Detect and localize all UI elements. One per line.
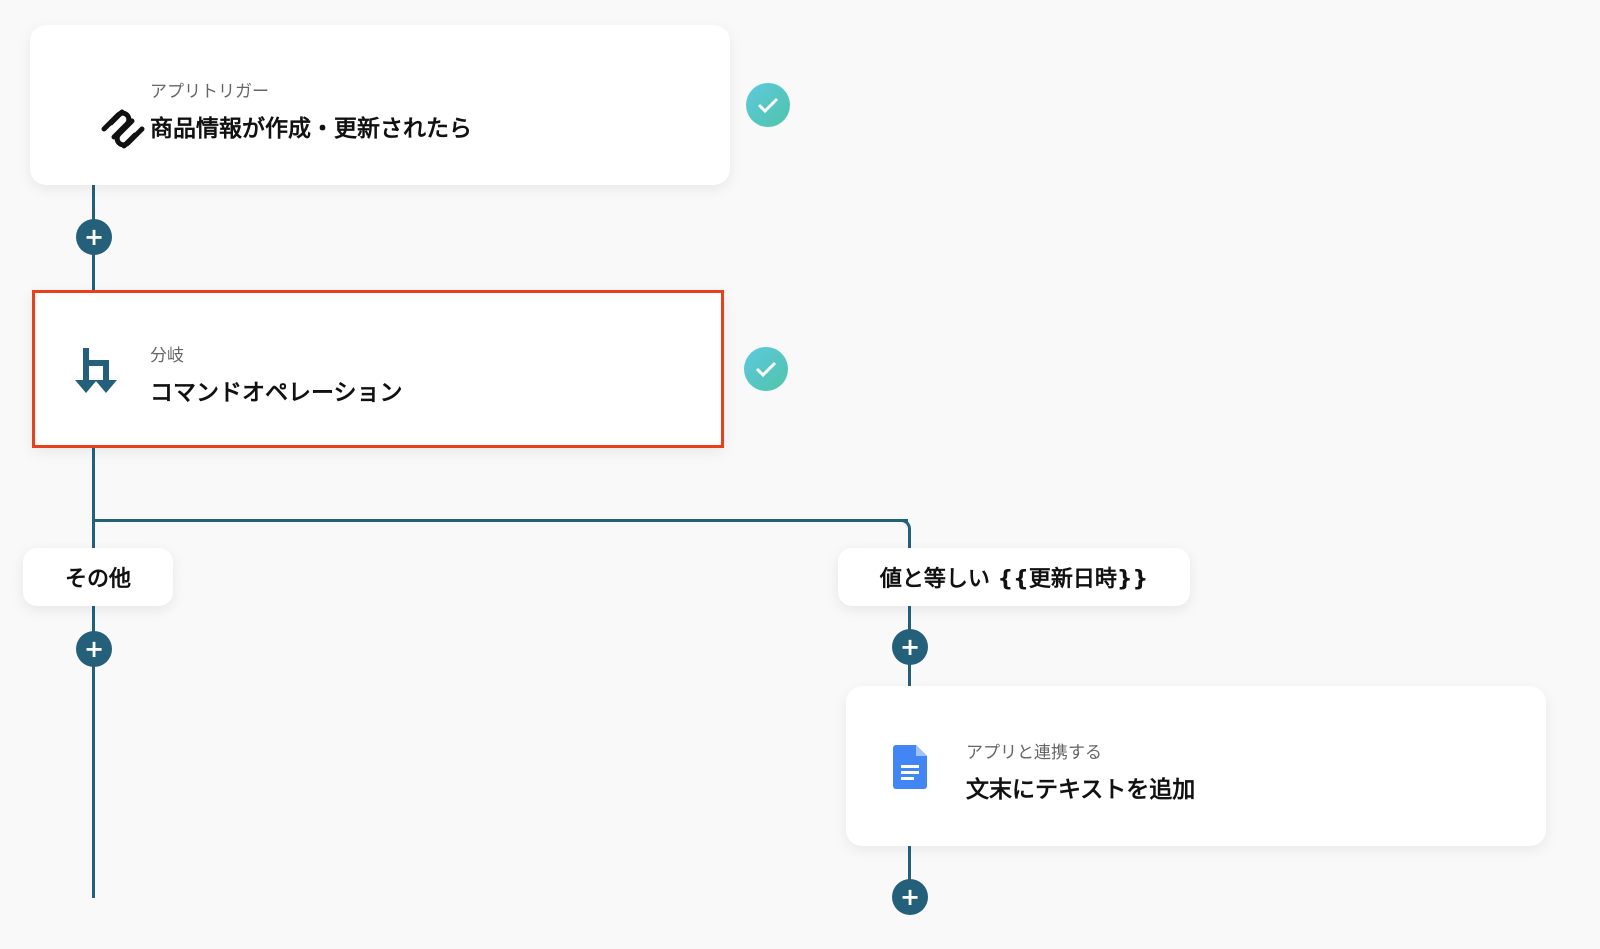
add-step-button[interactable]: + [76, 219, 112, 255]
node-subtitle: アプリと連携する [966, 743, 1102, 763]
node-title: 文末にテキストを追加 [966, 777, 1196, 803]
branch-icon [75, 348, 117, 393]
add-step-button[interactable]: + [892, 879, 928, 915]
docs-card[interactable]: アプリと連携する 文末にテキストを追加 [846, 686, 1546, 846]
squarespace-icon [101, 109, 145, 149]
branch-label-equals[interactable]: 値と等しい {{更新日時}} [838, 548, 1190, 606]
node-title: 商品情報が作成・更新されたら [150, 116, 472, 142]
node-subtitle: アプリトリガー [150, 82, 269, 102]
check-icon [746, 83, 790, 127]
check-icon [744, 347, 788, 391]
add-step-button[interactable]: + [76, 631, 112, 667]
trigger-card[interactable]: アプリトリガー 商品情報が作成・更新されたら [30, 25, 730, 185]
google-docs-icon [893, 745, 927, 789]
node-subtitle: 分岐 [150, 346, 184, 366]
add-step-button[interactable]: + [892, 629, 928, 665]
branch-label-other[interactable]: その他 [23, 548, 173, 606]
branch-card[interactable]: 分岐 コマンドオペレーション [32, 290, 724, 448]
node-title: コマンドオペレーション [150, 380, 403, 406]
